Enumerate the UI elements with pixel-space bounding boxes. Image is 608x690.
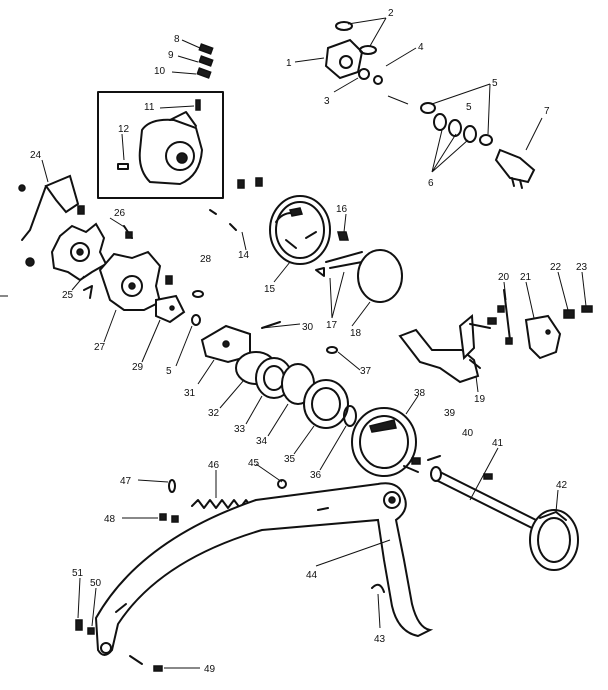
bracket-assembly-top <box>324 21 536 189</box>
spring-part-2b <box>359 45 377 55</box>
callout-6: 6 <box>428 178 434 189</box>
callout-31: 31 <box>184 388 196 399</box>
washer-part-36 <box>343 405 357 427</box>
callout-29: 29 <box>132 362 144 373</box>
callout-20: 20 <box>498 272 510 283</box>
callout-21: 21 <box>520 272 532 283</box>
small-parts-bottom <box>75 583 385 672</box>
bracket-part-1 <box>324 38 364 80</box>
callout-11: 11 <box>144 102 155 113</box>
callout-7: 7 <box>544 106 550 117</box>
cam-part-35 <box>303 379 349 429</box>
washer-part-5b <box>479 134 493 146</box>
callout-35: 35 <box>284 454 296 465</box>
callout-1: 1 <box>286 58 292 69</box>
knob-part-18 <box>315 231 403 303</box>
callout-49: 49 <box>204 664 216 675</box>
screws-near-14 <box>209 177 263 231</box>
knob-part-7 <box>494 148 536 184</box>
callout-2: 2 <box>388 8 394 19</box>
callout-37: 37 <box>360 366 372 377</box>
callout-28: 28 <box>200 254 212 265</box>
callout-19: 19 <box>474 394 486 405</box>
callout-5b: 5 <box>492 78 498 89</box>
callout-labels: 1 2 3 4 5 5 6 7 8 9 10 11 12 14 15 16 17… <box>30 8 588 675</box>
small-springs <box>196 43 214 79</box>
callout-32: 32 <box>208 408 220 419</box>
callout-34: 34 <box>256 436 268 447</box>
callout-17: 17 <box>326 320 338 331</box>
callout-3: 3 <box>324 96 330 107</box>
callout-40: 40 <box>462 428 474 439</box>
callout-8: 8 <box>174 34 180 45</box>
callout-36: 36 <box>310 470 322 481</box>
lever-part-44 <box>94 482 434 656</box>
callout-15: 15 <box>264 284 276 295</box>
callout-10: 10 <box>154 66 166 77</box>
callout-50: 50 <box>90 578 102 589</box>
boxed-subassembly <box>97 91 224 199</box>
callout-48: 48 <box>104 514 116 525</box>
callout-43: 43 <box>374 634 386 645</box>
callout-51: 51 <box>72 568 84 579</box>
lever-bracket-19 <box>398 313 497 384</box>
callout-26: 26 <box>114 208 126 219</box>
callout-4: 4 <box>418 42 424 53</box>
pin-part-37 <box>326 346 338 354</box>
subassembly-box <box>97 91 224 199</box>
callout-25: 25 <box>62 290 74 301</box>
callout-27: 27 <box>94 342 106 353</box>
callout-24: 24 <box>30 150 42 161</box>
callout-14: 14 <box>238 250 250 261</box>
dial-part-38 <box>351 407 441 477</box>
callout-5c: 5 <box>166 366 172 377</box>
bracket-part-24 <box>18 174 85 267</box>
callout-41: 41 <box>492 438 504 449</box>
cam-stack <box>200 321 357 429</box>
callout-9: 9 <box>168 50 174 61</box>
callout-38: 38 <box>414 388 426 399</box>
parts-20-23 <box>497 289 593 360</box>
callout-12: 12 <box>118 124 130 135</box>
callout-22: 22 <box>550 262 562 273</box>
washer-part-5a <box>420 102 436 114</box>
callout-33: 33 <box>234 424 246 435</box>
callout-42: 42 <box>556 480 568 491</box>
callout-39: 39 <box>444 408 456 419</box>
callout-46: 46 <box>208 460 220 471</box>
callout-30: 30 <box>302 322 314 333</box>
callout-47: 47 <box>120 476 132 487</box>
callout-45: 45 <box>248 458 260 469</box>
callout-18: 18 <box>350 328 362 339</box>
spring-part-2a <box>335 21 353 31</box>
leader-lines <box>41 17 587 669</box>
callout-5a: 5 <box>466 102 472 113</box>
callout-16: 16 <box>336 204 348 215</box>
shaft-knob-42 <box>430 466 579 571</box>
callout-44: 44 <box>306 570 318 581</box>
screw-part-3 <box>358 68 370 80</box>
small-parts-28-29 <box>155 275 204 326</box>
dial-part-15 <box>269 195 331 265</box>
callout-23: 23 <box>576 262 588 273</box>
